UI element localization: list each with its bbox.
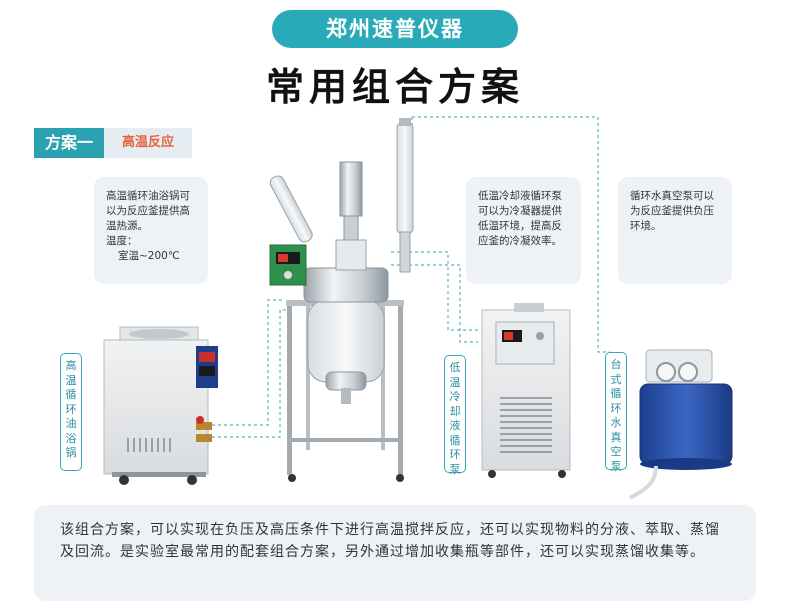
vacuum-info-text: 循环水真空泵可以为反应釜提供负压环境。 [630,190,714,232]
vacuum-pump-illustration [628,349,733,500]
chiller-illustration [481,303,571,478]
chiller-info-text: 低温冷却液循环泵可以为冷凝器提供低温环境，提高反应釜的冷凝效率。 [478,190,562,247]
plan-name: 高温反应 [104,128,192,158]
description-box: 该组合方案，可以实现在负压及高压条件下进行高温搅拌反应，还可以实现物料的分液、萃… [34,505,756,601]
oil-bath-label: 高温循环油浴锅 [60,353,82,471]
oil-bath-info-text: 高温循环油浴锅可以为反应釜提供高温热源。 [106,190,190,232]
oil-bath-illustration [103,326,218,485]
chiller-info-card: 低温冷却液循环泵可以为冷凝器提供低温环境，提高反应釜的冷凝效率。 [466,177,581,284]
vacuum-pump-label: 台式循环水真空泵 [605,352,627,473]
chiller-label: 低温冷却液循环泵 [444,355,466,476]
oil-bath-temp-range: 室温~200℃ [118,250,180,262]
page-title: 常用组合方案 [265,65,524,109]
description-text: 该组合方案，可以实现在负压及高压条件下进行高温搅拌反应，还可以实现物料的分液、萃… [60,522,720,560]
vacuum-info-card: 循环水真空泵可以为反应釜提供负压环境。 [618,177,732,284]
reactor-illustration [269,118,414,482]
oil-bath-info-card: 高温循环油浴锅可以为反应釜提供高温热源。 温度： 室温~200℃ [94,177,208,284]
oil-bath-temp-label: 温度： [106,235,138,247]
brand-pill: 郑州速普仪器 [272,10,518,48]
plan-tab: 方案一 [34,128,104,158]
